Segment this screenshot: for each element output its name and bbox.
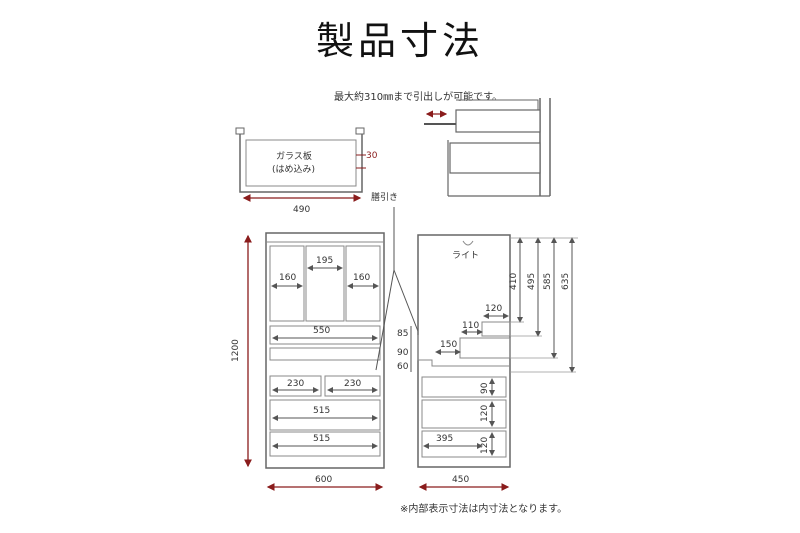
page-title: 製品寸法: [315, 19, 484, 63]
front-drawer-bottom: 515: [313, 434, 330, 444]
side-h1: 410: [509, 273, 519, 290]
glass-width-label: 490: [293, 205, 310, 215]
front-height: 1200: [231, 339, 241, 362]
glass-depth-label: 30: [366, 151, 378, 161]
side-step-mid: 110: [462, 321, 479, 331]
front-left-shelf: 160: [279, 273, 296, 283]
side-h2: 495: [527, 273, 537, 290]
side-drawer-depth: 395: [436, 434, 453, 444]
glass-label-1: ガラス板: [276, 150, 312, 162]
side-step-top: 120: [485, 304, 502, 314]
side-drawer-h1: 90: [480, 382, 490, 394]
glass-box-diagram: ガラス板 (はめ込み) 30 490: [235, 127, 378, 215]
footnote: ※内部表示寸法は内寸法となります。: [400, 504, 568, 515]
front-right-shelf: 160: [353, 273, 370, 283]
front-drawer-mid: 515: [313, 406, 330, 416]
front-small-drawer-left: 230: [287, 379, 304, 389]
drawer-detail-diagram: [424, 98, 551, 197]
glass-label-2: (はめ込み): [272, 164, 315, 175]
side-light-label: ライト: [452, 250, 479, 261]
side-width: 450: [452, 475, 469, 485]
side-view-diagram: ライト 120 110 150 85 90 60 90 120 120 395 …: [397, 234, 578, 491]
side-h4: 635: [561, 273, 571, 290]
front-shelf-width: 550: [313, 326, 330, 336]
side-h3: 585: [543, 273, 553, 290]
side-left-60: 60: [397, 362, 409, 372]
front-small-drawer-right: 230: [344, 379, 361, 389]
front-width: 600: [315, 475, 332, 485]
side-drawer-h2: 120: [480, 405, 490, 422]
front-view-diagram: 160 195 160 550 230 230 515 515 1200 600…: [231, 191, 431, 491]
side-drawer-h3: 120: [480, 437, 490, 454]
side-left-85: 85: [397, 329, 408, 339]
leader-label: 膳引き: [371, 191, 398, 203]
front-center-shelf: 195: [316, 256, 333, 266]
side-step-bottom: 150: [440, 340, 457, 350]
side-left-90: 90: [397, 348, 409, 358]
drawer-note: 最大約310㎜まで引出しが可能です。: [334, 92, 503, 103]
